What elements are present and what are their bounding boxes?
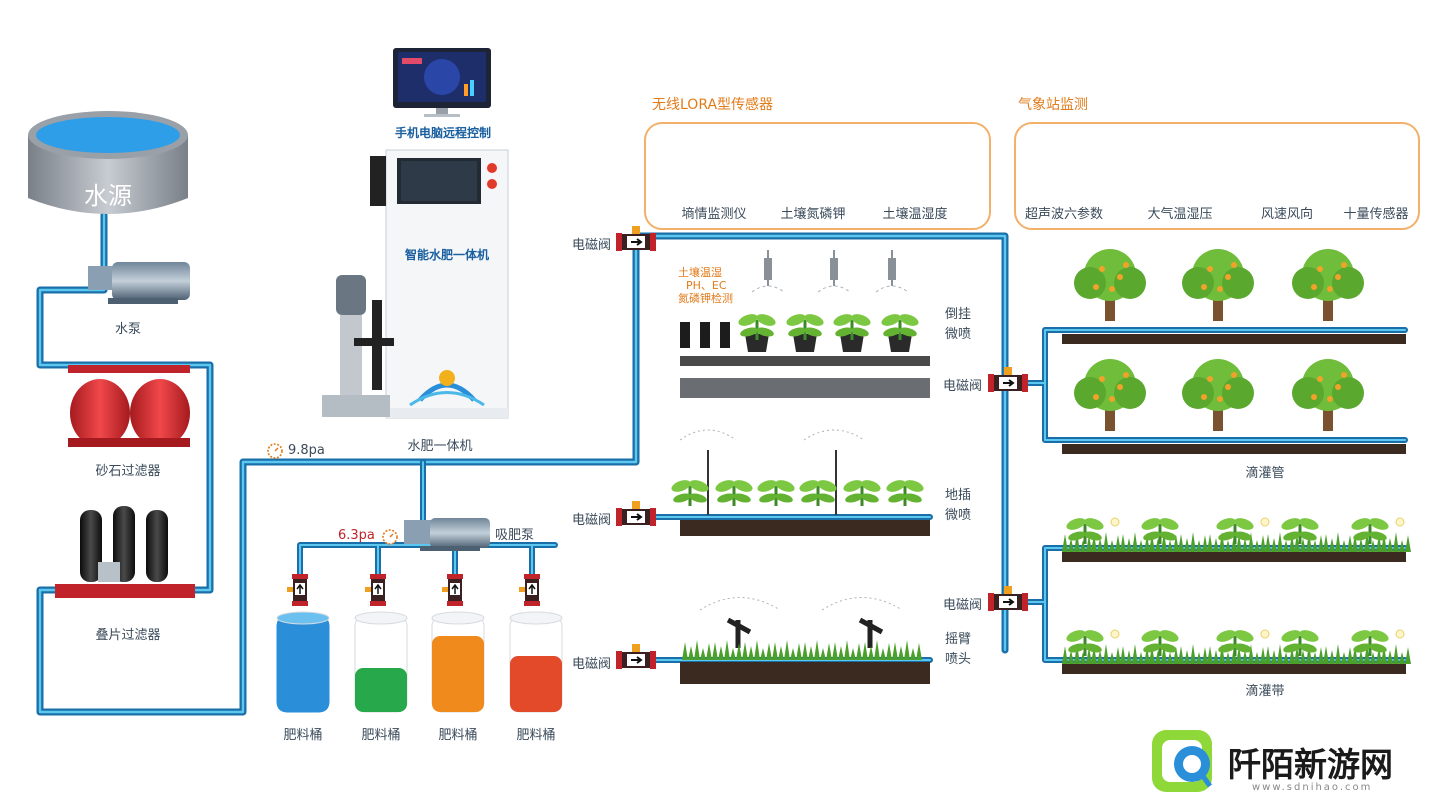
pressure-gauge-icon [382, 529, 398, 545]
drip-pipe-label: 滴灌管 [1245, 466, 1285, 481]
solenoid-valve-icon [615, 500, 657, 527]
ground-spray-label: 地插 微喷 [945, 486, 971, 526]
soil-sensor-note: 土壤温湿 PH、EC 氮磷钾检测 [678, 266, 733, 305]
field-drip-tape-zone [1062, 515, 1411, 674]
zone-label-line: 倒挂 [945, 307, 972, 322]
bucket-label: 肥料桶 [361, 728, 401, 743]
zone-label-line: 喷头 [945, 652, 972, 667]
valve-label: 电磁阀 [572, 513, 612, 528]
disc-filter [55, 506, 195, 598]
weather-label: 大气温湿压 [1147, 207, 1213, 222]
site-logo [1152, 730, 1213, 792]
main-pressure-label: 9.8pa [288, 443, 325, 458]
soil-note-line: 氮磷钾检测 [678, 292, 733, 305]
weather-label: 超声波六参数 [1024, 207, 1104, 222]
drip-tape-label: 滴灌带 [1245, 684, 1285, 699]
fertilizer-valves [286, 573, 541, 607]
fertilizer-bucket [276, 611, 330, 713]
fertilizer-pump [404, 518, 490, 551]
sand-filter [68, 365, 190, 447]
solenoid-valve-icon [987, 585, 1029, 612]
zone-label-line: 摇臂 [945, 632, 972, 647]
machine-panel-label: 智能水肥一体机 [404, 248, 490, 262]
fertigation-machine [322, 149, 509, 419]
valve-label: 电磁阀 [572, 657, 612, 672]
soil-note-line: PH、EC [686, 279, 727, 292]
solenoid-valve-icon [615, 225, 657, 252]
solenoid-valve-icon [987, 366, 1029, 393]
disc-filter-label: 叠片过滤器 [95, 628, 161, 643]
remote-control-label: 手机电脑远程控制 [394, 126, 492, 140]
machine-name-label: 水肥一体机 [407, 439, 473, 454]
fertilizer-bucket [431, 611, 485, 713]
suction-pump-label: 吸肥泵 [495, 528, 535, 543]
weather-label: 风速风向 [1260, 207, 1314, 222]
weather-label: 十量传感器 [1343, 207, 1409, 222]
bucket-label: 肥料桶 [438, 728, 478, 743]
weather-title: 气象站监测 [1018, 97, 1088, 113]
orchard-drip-zone [1062, 249, 1406, 454]
fertilizer-buckets [276, 611, 563, 713]
fertilizer-bucket [509, 611, 563, 713]
lora-sensor-box [644, 122, 991, 230]
soil-note-line: 土壤温湿 [678, 266, 722, 279]
zone-label-line: 地插 [945, 488, 972, 503]
rocker-sprinkler-label: 摇臂 喷头 [945, 630, 971, 670]
zone-label-line: 微喷 [945, 508, 972, 523]
hanging-spray-label: 倒挂 微喷 [945, 305, 971, 345]
fert-pressure-label: 6.3pa [338, 528, 375, 543]
sand-filter-label: 砂石过滤器 [95, 464, 161, 479]
valve-label: 电磁阀 [572, 238, 612, 253]
pump-label: 水泵 [114, 322, 142, 337]
bucket-label: 肥料桶 [283, 728, 323, 743]
valve-label: 电磁阀 [943, 379, 983, 394]
valve-label: 电磁阀 [943, 598, 983, 613]
lora-sensor-title: 无线LORA型传感器 [652, 97, 774, 113]
bucket-label: 肥料桶 [516, 728, 556, 743]
pipe-network [36, 211, 1408, 716]
solenoid-valve-icon [615, 643, 657, 670]
ground-spray-zone [669, 429, 930, 536]
rocker-sprinkler-zone [680, 597, 930, 684]
watermark-name: 阡陌新游网 [1228, 745, 1393, 784]
weather-station-box [1014, 122, 1420, 230]
watermark-url: www.sdnihao.com [1252, 782, 1373, 793]
water-source-label: 水源 [84, 182, 132, 210]
hanging-spray-zone [680, 250, 930, 398]
sensor-label: 墒情监测仪 [681, 207, 747, 222]
fertilizer-bucket [354, 611, 408, 713]
water-tank [28, 111, 188, 214]
sensor-label: 土壤氮磷钾 [780, 207, 846, 222]
pressure-gauge-icon [267, 443, 283, 459]
zone-label-line: 微喷 [945, 327, 972, 342]
monitor [393, 48, 491, 117]
sensor-label: 土壤温湿度 [882, 207, 948, 222]
water-pump [88, 262, 190, 304]
